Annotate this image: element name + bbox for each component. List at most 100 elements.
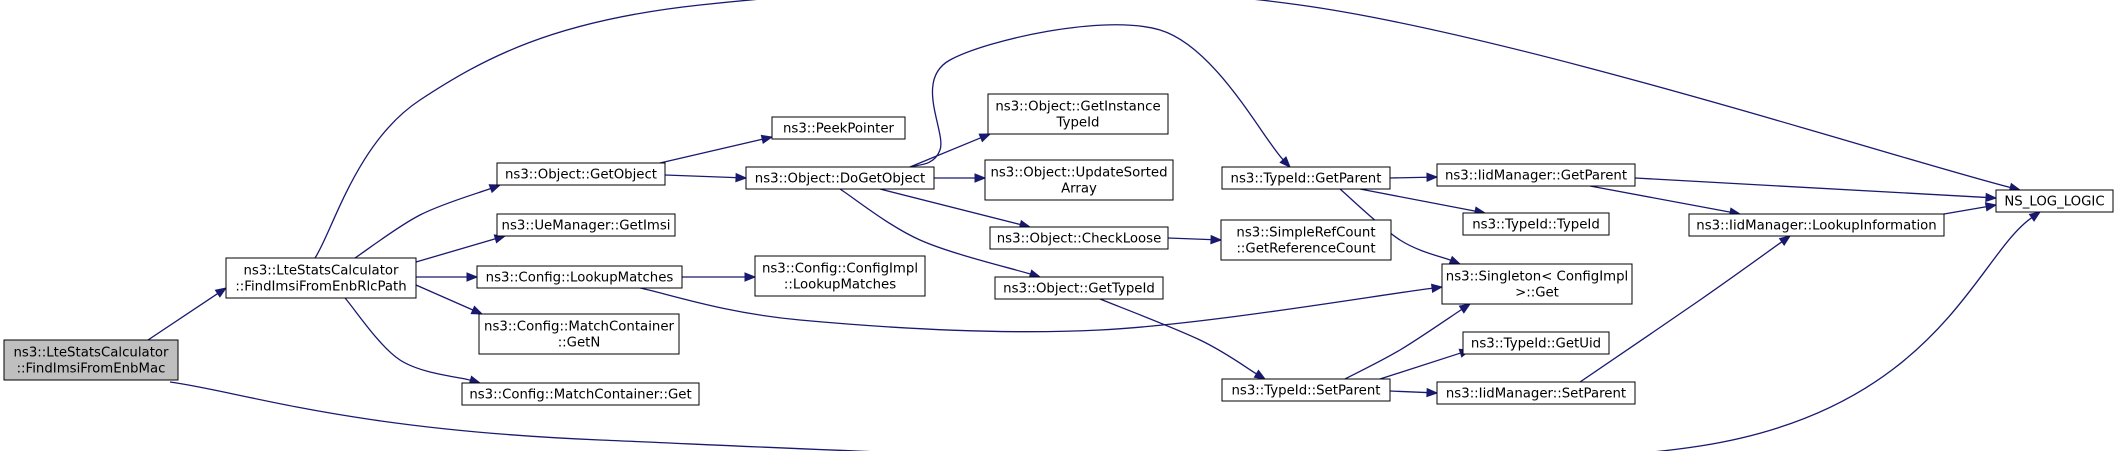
- node-box: [476, 265, 683, 289]
- node-iidGetParent[interactable]: ns3::IidManager::GetParent: [1436, 163, 1636, 187]
- node-box: [496, 162, 666, 186]
- node-getObject[interactable]: ns3::Object::GetObject: [496, 162, 666, 186]
- edge-line: [415, 284, 474, 311]
- node-matchGet[interactable]: ns3::Config::MatchContainer::Get: [461, 382, 700, 406]
- edge-iidGetParent-to-iidLookupInfo: [1589, 185, 1742, 217]
- node-root[interactable]: ns3::LteStatsCalculator::FindImsiFromEnb…: [3, 339, 179, 381]
- node-peekPointer[interactable]: ns3::PeekPointer: [771, 116, 906, 140]
- edge-line: [1167, 237, 1212, 241]
- node-box: [1995, 189, 2114, 213]
- edge-line: [147, 293, 219, 341]
- node-iidSetParent[interactable]: ns3::IidManager::SetParent: [1436, 381, 1636, 405]
- edge-line: [314, 0, 2011, 259]
- node-label: ::FindImsiFromEnbMac: [17, 362, 166, 377]
- edge-line: [1344, 308, 1462, 380]
- node-label: ns3::LteStatsCalculator: [13, 346, 169, 361]
- node-box: [1688, 213, 1945, 237]
- edge-line: [1359, 188, 1476, 212]
- edge-root-to-findImsiRlc: [147, 287, 228, 341]
- edge-iidLookupInfo-to-nsLogLogic: [1943, 202, 1998, 215]
- edge-doGetObject-to-updateSorted: [934, 173, 987, 183]
- node-label: ns3::Config::ConfigImpl: [762, 262, 918, 277]
- node-box: [987, 93, 1169, 135]
- arrowhead-icon: [1279, 156, 1291, 168]
- node-label: ns3::Config::MatchContainer::Get: [469, 388, 691, 403]
- edge-line: [1634, 177, 1987, 199]
- arrowhead-icon: [1430, 283, 1444, 294]
- node-configImplLookup[interactable]: ns3::Config::ConfigImpl::LookupMatches: [754, 255, 926, 297]
- node-box: [3, 339, 179, 381]
- edge-line: [1099, 298, 1257, 375]
- edge-line: [659, 138, 763, 164]
- arrowhead-icon: [974, 173, 987, 183]
- node-box: [225, 257, 417, 299]
- node-label: ::GetReferenceCount: [1236, 242, 1375, 257]
- node-singletonGet[interactable]: ns3::Singleton< ConfigImpl >::Get: [1441, 263, 1633, 305]
- arrowhead-icon: [1426, 387, 1439, 398]
- node-typeIdCtor[interactable]: ns3::TypeId::TypeId: [1462, 212, 1610, 236]
- edge-line: [1943, 206, 1987, 215]
- node-box: [771, 116, 906, 140]
- arrowhead-icon: [744, 272, 757, 282]
- node-box: [754, 255, 926, 297]
- edge-line: [415, 238, 496, 263]
- edge-doGetObject-to-checkLoose: [879, 188, 1032, 230]
- arrowhead-icon: [1448, 255, 1462, 265]
- node-label: ns3::TypeId::GetUid: [1471, 337, 1601, 352]
- node-box: [461, 382, 700, 406]
- node-checkLoose[interactable]: ns3::Object::CheckLoose: [989, 226, 1169, 250]
- node-box: [1221, 166, 1391, 190]
- node-label: ns3::IidManager::GetParent: [1445, 169, 1627, 184]
- node-iidLookupInfo[interactable]: ns3::IidManager::LookupInformation: [1688, 213, 1945, 237]
- arrowhead-icon: [466, 272, 479, 282]
- edge-line: [1389, 390, 1428, 394]
- node-objGetTypeId[interactable]: ns3::Object::GetTypeId: [994, 276, 1164, 300]
- node-typeIdSetParent[interactable]: ns3::TypeId::SetParent: [1221, 378, 1391, 402]
- node-doGetObject[interactable]: ns3::Object::DoGetObject: [745, 166, 935, 190]
- edge-lookupMatches-to-configImplLookup: [682, 272, 757, 282]
- edge-line: [839, 188, 1031, 275]
- node-label: ns3::Config::LookupMatches: [486, 271, 674, 286]
- node-lookupMatches[interactable]: ns3::Config::LookupMatches: [476, 265, 683, 289]
- edge-findImsiRlc-to-getObject: [354, 184, 502, 259]
- edge-line: [879, 188, 1021, 226]
- node-label: ns3::Object::CheckLoose: [997, 232, 1162, 247]
- node-box: [989, 226, 1169, 250]
- node-nsLogLogic[interactable]: NS_LOG_LOGIC: [1995, 189, 2114, 213]
- arrowhead-icon: [1985, 192, 1998, 203]
- node-label: ns3::Object::DoGetObject: [755, 172, 925, 187]
- node-typeIdGetUid[interactable]: ns3::TypeId::GetUid: [1462, 331, 1610, 355]
- edge-line: [169, 217, 2033, 451]
- arrowhead-icon: [978, 133, 992, 143]
- node-label: TypeId: [1056, 116, 1100, 131]
- node-label: ns3::PeekPointer: [783, 122, 895, 137]
- arrowhead-icon: [1253, 369, 1267, 380]
- node-typeIdGetParent[interactable]: ns3::TypeId::GetParent: [1221, 166, 1391, 190]
- edge-findImsiRlc-to-matchGetN: [415, 284, 484, 315]
- node-matchGetN[interactable]: ns3::Config::MatchContainer::GetN: [478, 313, 680, 355]
- arrowhead-icon: [470, 305, 484, 315]
- edge-line: [1379, 352, 1461, 380]
- node-label: ns3::TypeId::GetParent: [1231, 172, 1382, 187]
- edge-doGetObject-to-typeIdGetParent: [909, 24, 1291, 168]
- node-label: ::LookupMatches: [784, 278, 896, 293]
- node-findImsiRlc[interactable]: ns3::LteStatsCalculator::FindImsiFromEnb…: [225, 257, 417, 299]
- node-box: [1436, 163, 1636, 187]
- node-box: [1221, 378, 1391, 402]
- node-label: ns3::Object::GetObject: [505, 168, 657, 183]
- edge-findImsiRlc-to-matchGet: [344, 297, 482, 385]
- node-box: [1220, 219, 1392, 261]
- edge-iidSetParent-to-iidLookupInfo: [1579, 235, 1792, 383]
- node-box: [496, 213, 676, 237]
- edge-getObject-to-peekPointer: [659, 134, 774, 164]
- node-label: NS_LOG_LOGIC: [2004, 195, 2104, 210]
- node-label: >::Get: [1515, 286, 1559, 301]
- node-label: ns3::Object::GetInstance: [995, 100, 1160, 115]
- node-ueGetImsi[interactable]: ns3::UeManager::GetImsi: [496, 213, 676, 237]
- node-label: ns3::Object::UpdateSorted: [990, 166, 1167, 181]
- node-label: ns3::IidManager::LookupInformation: [1696, 219, 1936, 234]
- node-getRefCount[interactable]: ns3::SimpleRefCount::GetReferenceCount: [1220, 219, 1392, 261]
